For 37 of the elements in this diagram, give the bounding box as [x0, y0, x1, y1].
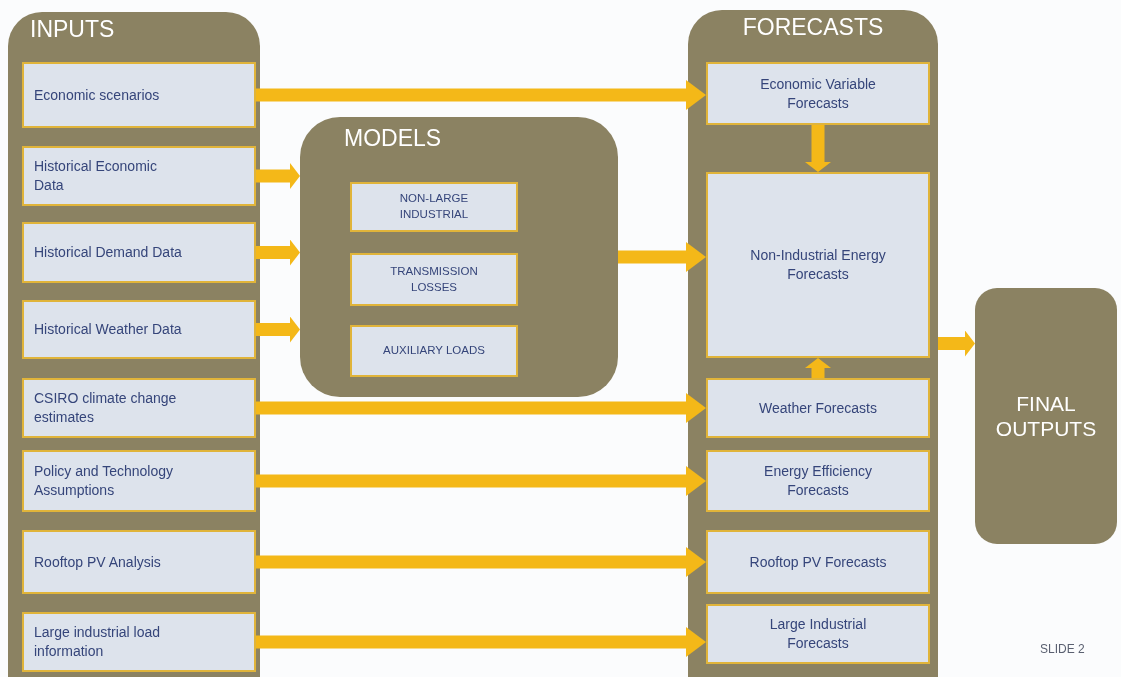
process-box: Weather Forecasts	[706, 378, 930, 438]
arrow	[256, 163, 300, 189]
arrow	[256, 80, 706, 110]
group-title: FORECASTS	[741, 14, 885, 41]
arrow	[618, 242, 706, 272]
process-box: Economic Variable Forecasts	[706, 62, 930, 125]
arrow	[256, 466, 706, 496]
arrow	[256, 393, 706, 423]
process-box: Non-Industrial Energy Forecasts	[706, 172, 930, 358]
group-title: INPUTS	[30, 16, 115, 43]
arrow	[256, 239, 300, 266]
process-box: CSIRO climate change estimates	[22, 378, 256, 438]
arrow	[256, 627, 706, 657]
group-panel	[688, 10, 938, 677]
arrow	[805, 358, 831, 378]
process-box: Energy Efficiency Forecasts	[706, 450, 930, 512]
group-panel	[8, 12, 260, 677]
arrow	[256, 547, 706, 577]
process-box: Historical Economic Data	[22, 146, 256, 206]
slide-number: SLIDE 2	[1040, 642, 1085, 656]
process-box: AUXILIARY LOADS	[350, 325, 518, 377]
process-box: Large Industrial Forecasts	[706, 604, 930, 664]
process-box: TRANSMISSION LOSSES	[350, 253, 518, 306]
process-box: Historical Demand Data	[22, 222, 256, 283]
arrow	[805, 125, 831, 172]
process-box: Policy and Technology Assumptions	[22, 450, 256, 512]
arrow	[938, 330, 975, 357]
process-box: Economic scenarios	[22, 62, 256, 128]
group-panel	[300, 117, 618, 397]
arrow	[256, 316, 300, 343]
process-box: Large industrial load information	[22, 612, 256, 672]
output-block: FINAL OUTPUTS	[975, 288, 1117, 544]
process-box: Historical Weather Data	[22, 300, 256, 359]
process-box: NON-LARGE INDUSTRIAL	[350, 182, 518, 232]
process-box: Rooftop PV Forecasts	[706, 530, 930, 594]
group-title: MODELS	[344, 125, 442, 152]
process-box: Rooftop PV Analysis	[22, 530, 256, 594]
